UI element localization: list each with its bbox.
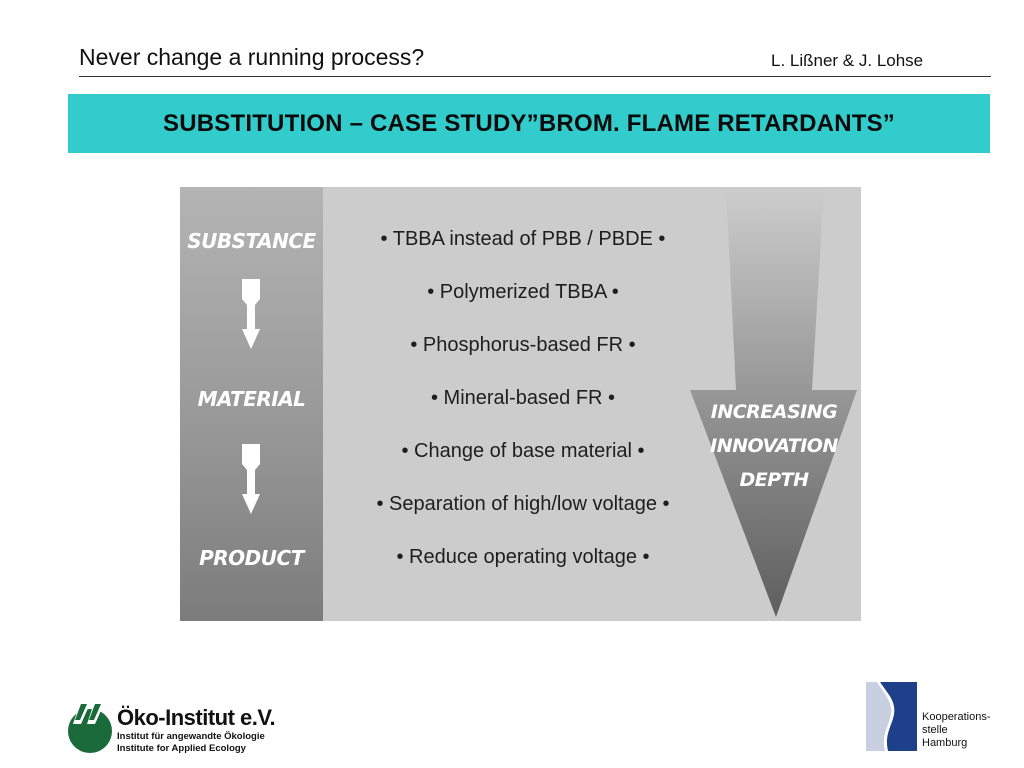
koop-line: Hamburg	[922, 737, 968, 749]
depth-label-line: INNOVATION	[710, 435, 838, 457]
stage-column: SUBSTANCE MATERIAL PRODUCT	[180, 187, 323, 621]
header-divider	[79, 76, 991, 77]
list-item: • TBBA instead of PBB / PBDE •	[380, 228, 666, 250]
kooperationsstelle-logo	[866, 682, 917, 751]
list-item: • Separation of high/low voltage •	[376, 493, 670, 515]
innovation-diagram: SUBSTANCE MATERIAL PRODUCT • TBBA instea…	[180, 187, 861, 621]
list-item: • Change of base material •	[401, 440, 645, 462]
koop-line: stelle	[922, 724, 948, 736]
down-arrow-icon	[242, 444, 260, 514]
list-item: • Phosphorus-based FR •	[410, 334, 636, 356]
stage-substance: SUBSTANCE	[187, 229, 316, 253]
oeko-institut-name: Öko-Institut e.V.	[117, 705, 276, 730]
list-item: • Mineral-based FR •	[430, 387, 616, 409]
depth-label-line: INCREASING	[710, 401, 838, 423]
banner-title: SUBSTITUTION – CASE STUDY”BROM. FLAME RE…	[162, 109, 896, 137]
stage-product: PRODUCT	[199, 546, 304, 570]
measures-list: • TBBA instead of PBB / PBDE • • Polymer…	[323, 187, 723, 621]
title-banner: SUBSTITUTION – CASE STUDY”BROM. FLAME RE…	[68, 94, 990, 153]
koop-line: Kooperations-	[922, 711, 991, 723]
down-arrow-icon	[242, 279, 260, 349]
oeko-institut-subtitle-de: Institut für angewandte Ökologie	[117, 731, 265, 742]
stage-material: MATERIAL	[197, 387, 306, 411]
slide-title: Never change a running process?	[79, 44, 425, 70]
kooperationsstelle-name: Kooperations- stelle Hamburg	[922, 711, 991, 750]
slide-authors: L. Lißner & J. Lohse	[771, 51, 924, 70]
list-item: • Reduce operating voltage •	[396, 546, 650, 568]
depth-label-line: DEPTH	[739, 469, 809, 491]
depth-arrow-icon	[690, 187, 857, 617]
list-item: • Polymerized TBBA •	[427, 281, 619, 303]
oeko-institut-logo	[68, 704, 112, 753]
oeko-institut-subtitle-en: Institute for Applied Ecology	[117, 743, 246, 754]
